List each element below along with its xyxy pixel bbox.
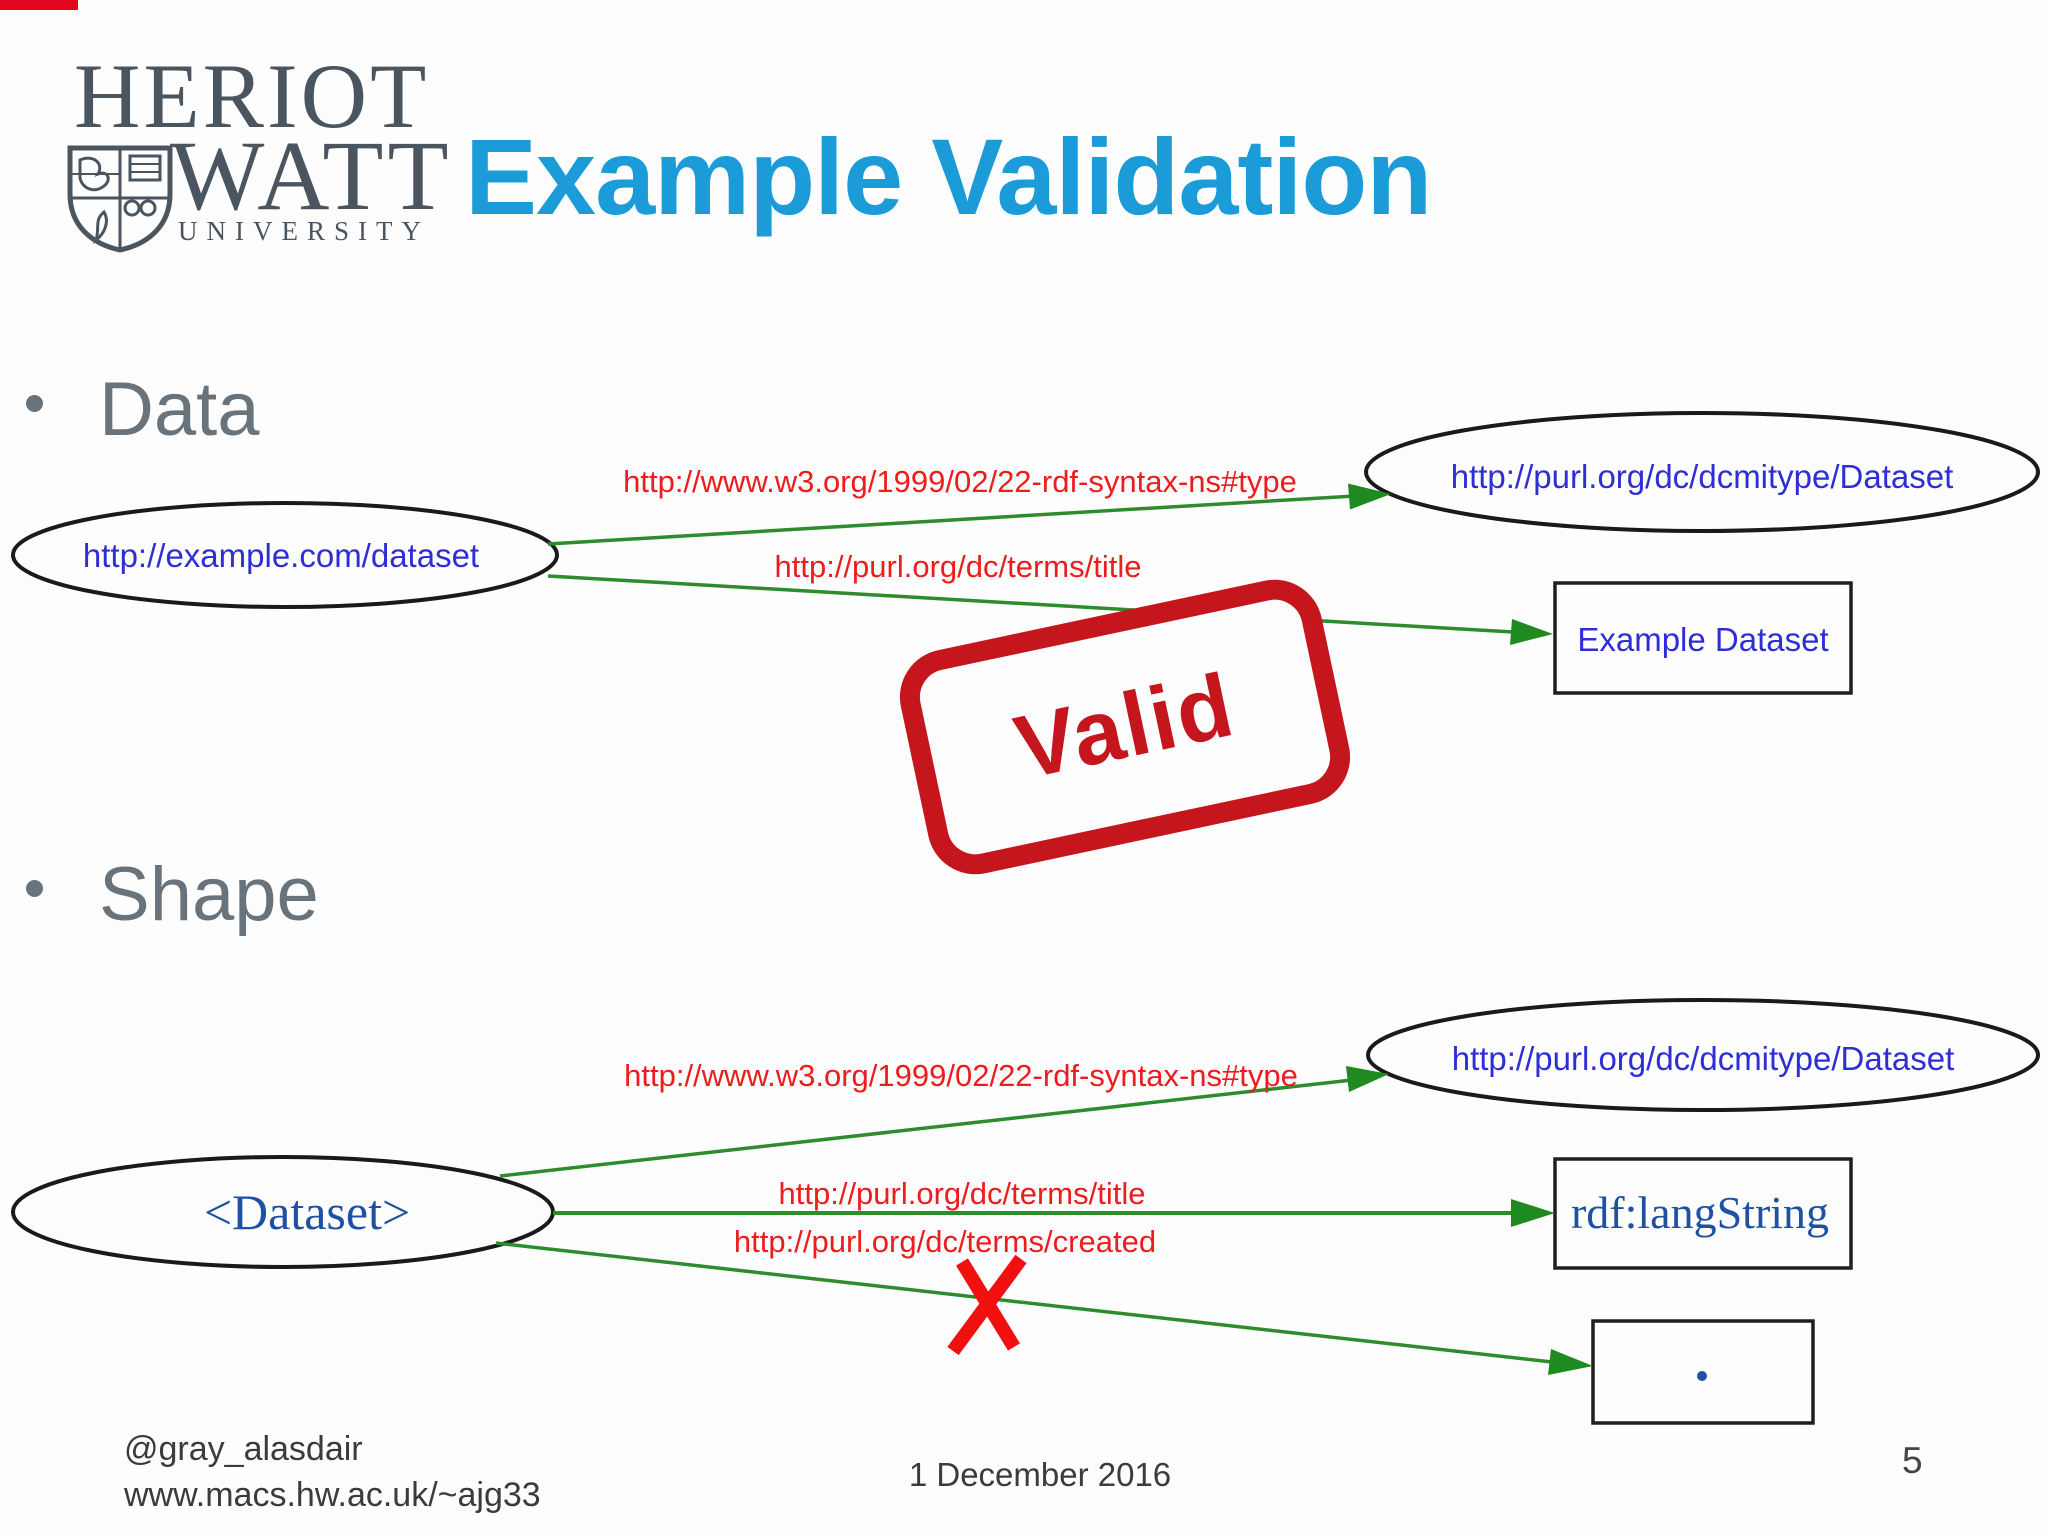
logo-line-watt: WATT [170, 120, 453, 231]
bullet-dot [26, 880, 43, 897]
logo-line-university: UNIVERSITY [178, 216, 430, 246]
top-edge-red-strip [0, 0, 78, 10]
data-title-edge-line [547, 574, 1514, 634]
data-type-object-label: http://purl.org/dc/dcmitype/Dataset [1450, 458, 1954, 495]
valid-stamp-label: Valid [1006, 654, 1243, 799]
bullet-shape: Shape [99, 852, 319, 937]
data-type-predicate-label: http://www.w3.org/1999/02/22-rdf-syntax-… [623, 464, 1297, 499]
data-type-object-ellipse [1364, 411, 2040, 533]
data-subject-ellipse [11, 501, 559, 609]
shape-type-object-ellipse [1366, 998, 2040, 1112]
data-title-object-box [1553, 581, 1853, 695]
shape-type-edge-line [499, 1078, 1353, 1178]
footer-website: www.macs.hw.ac.uk/~ajg33 [124, 1476, 541, 1514]
shape-title-predicate-label: http://purl.org/dc/terms/title [778, 1176, 1146, 1211]
bullet-data: Data [99, 367, 260, 452]
shape-title-object-label: rdf:langString [1570, 1187, 1830, 1238]
shape-title-arrowhead-icon [1511, 1199, 1555, 1227]
footer-twitter-handle: @gray_alasdair [124, 1430, 363, 1468]
page-number: 5 [1902, 1440, 1923, 1481]
footer-date: 1 December 2016 [908, 1456, 1172, 1493]
data-type-edge-line [547, 494, 1356, 546]
empty-literal-dot [1697, 1371, 1707, 1381]
bullet-dot [26, 395, 43, 412]
shield-crest-icon [67, 145, 173, 253]
data-title-arrowhead-icon [1510, 619, 1553, 645]
data-subject-label: http://example.com/dataset [82, 537, 480, 574]
shape-type-object-label: http://purl.org/dc/dcmitype/Dataset [1451, 1040, 1955, 1077]
shape-created-arrowhead-icon [1548, 1349, 1593, 1375]
shape-subject-label: <Dataset> [203, 1184, 411, 1240]
shape-type-predicate-label: http://www.w3.org/1999/02/22-rdf-syntax-… [624, 1058, 1298, 1093]
data-title-predicate-label: http://purl.org/dc/terms/title [774, 549, 1142, 584]
violation-x-icon [947, 1254, 1027, 1356]
data-type-arrowhead-icon [1348, 483, 1391, 510]
shape-created-predicate-label: http://purl.org/dc/terms/created [733, 1224, 1157, 1259]
shape-created-edge-line [495, 1241, 1553, 1364]
data-title-object-label: Example Dataset [1577, 621, 1829, 658]
shape-type-arrowhead-icon [1346, 1066, 1389, 1092]
shape-title-object-box [1553, 1157, 1853, 1270]
logo-line-heriot: HERIOT [74, 45, 430, 147]
slide-title: Example Validation [465, 116, 1432, 237]
